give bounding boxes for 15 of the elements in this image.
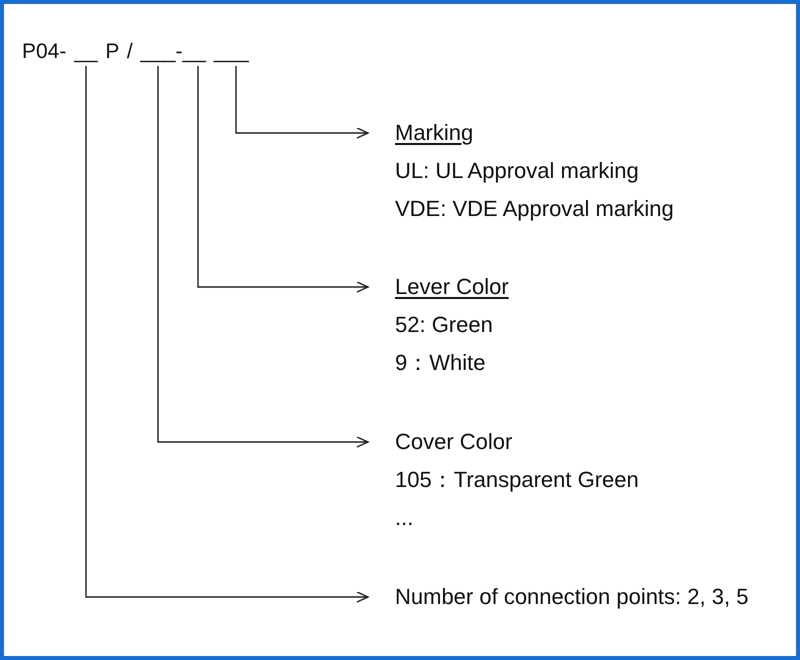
section-heading: Cover Color: [395, 428, 514, 456]
arrow: [85, 66, 369, 603]
section-heading: Marking: [395, 119, 474, 147]
arrow: [197, 66, 369, 293]
part-number-code: P04- __ P / ___-__ ___: [22, 39, 249, 65]
option-text: 52: Green: [395, 311, 494, 339]
arrow: [157, 66, 369, 448]
section-heading: Lever Color: [395, 273, 509, 301]
option-text: 9：White: [395, 349, 486, 377]
ellipsis-text: ...: [395, 504, 414, 532]
description-text: Number of connection points: 2, 3, 5: [395, 583, 748, 611]
option-text: UL: UL Approval marking: [395, 157, 640, 185]
option-text: VDE: VDE Approval marking: [395, 195, 674, 223]
arrow: [235, 66, 369, 139]
option-text: 105：Transparent Green: [395, 466, 639, 494]
